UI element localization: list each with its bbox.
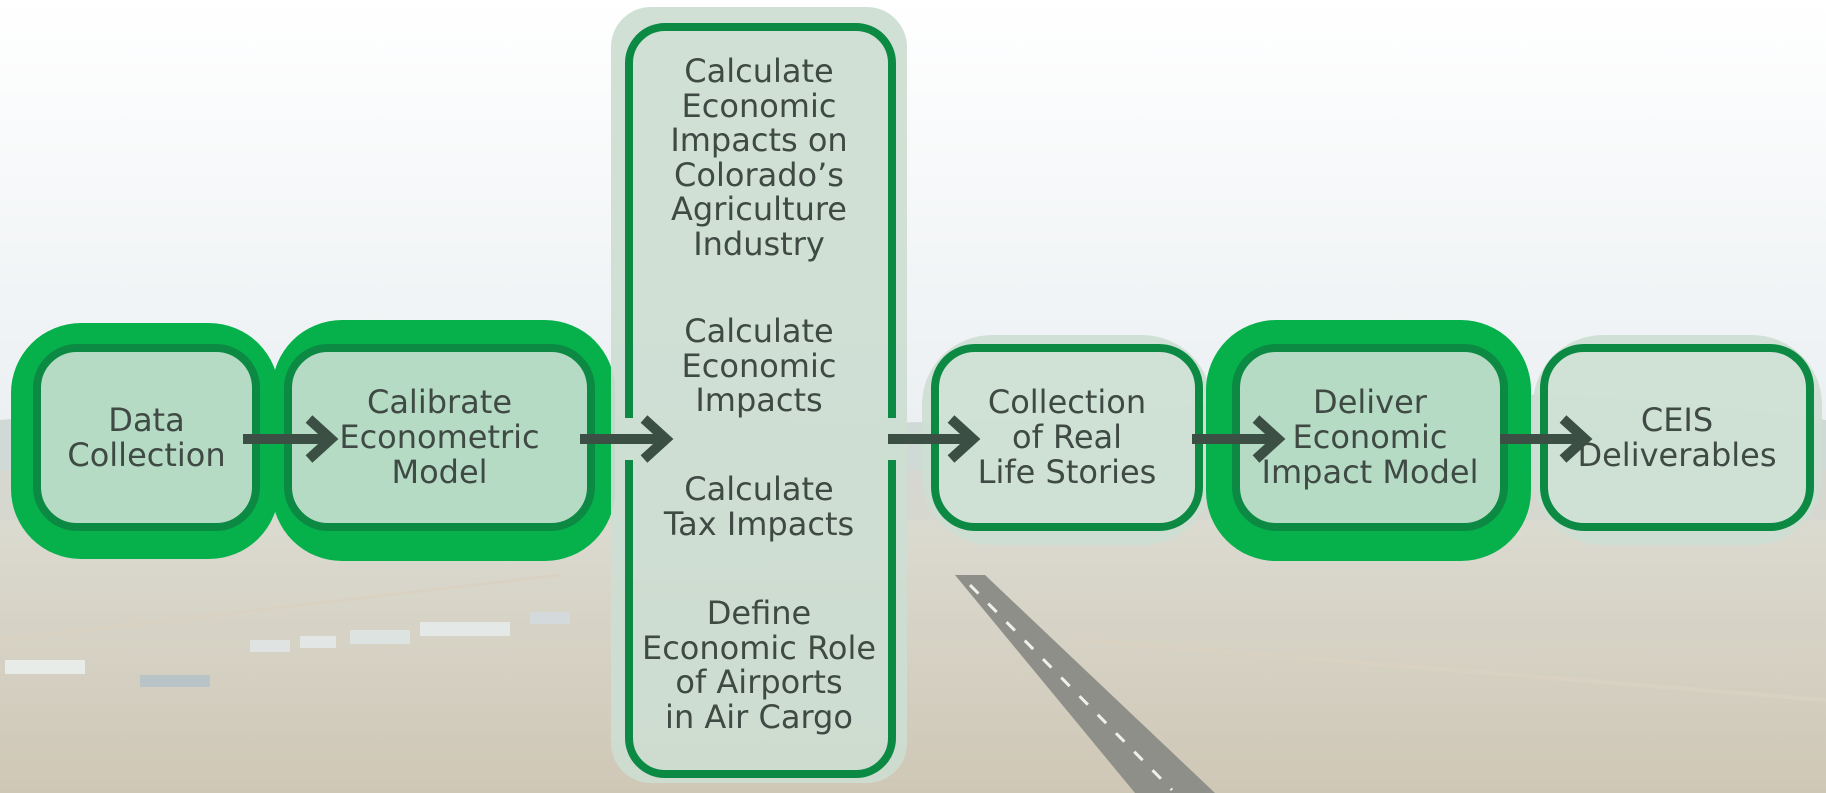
step-label: Data Collection: [67, 400, 226, 474]
calculations-column-border: [625, 23, 896, 778]
arrow-3: [888, 415, 981, 463]
calculations-column: [611, 7, 907, 783]
arrow-4: [1192, 415, 1286, 463]
step-label: CEIS Deliverables: [1577, 400, 1777, 474]
arrow-5: [1500, 415, 1593, 463]
step-label: Calibrate Econometric Model: [339, 383, 540, 491]
step-economic-impacts-label: Calculate Economic Impacts: [681, 312, 837, 419]
step-label: Collection of Real Life Stories: [977, 383, 1157, 491]
step-air-cargo-label: Define Economic Role of Airports in Air …: [641, 594, 877, 736]
step-label: Deliver Economic Impact Model: [1261, 383, 1479, 491]
step-ag-impacts-label: Calculate Economic Impacts on Colorado’s…: [670, 52, 848, 263]
step-tax-impacts-label: Calculate Tax Impacts: [663, 470, 855, 543]
arrow-2: [580, 415, 674, 463]
arrow-1: [243, 415, 339, 463]
